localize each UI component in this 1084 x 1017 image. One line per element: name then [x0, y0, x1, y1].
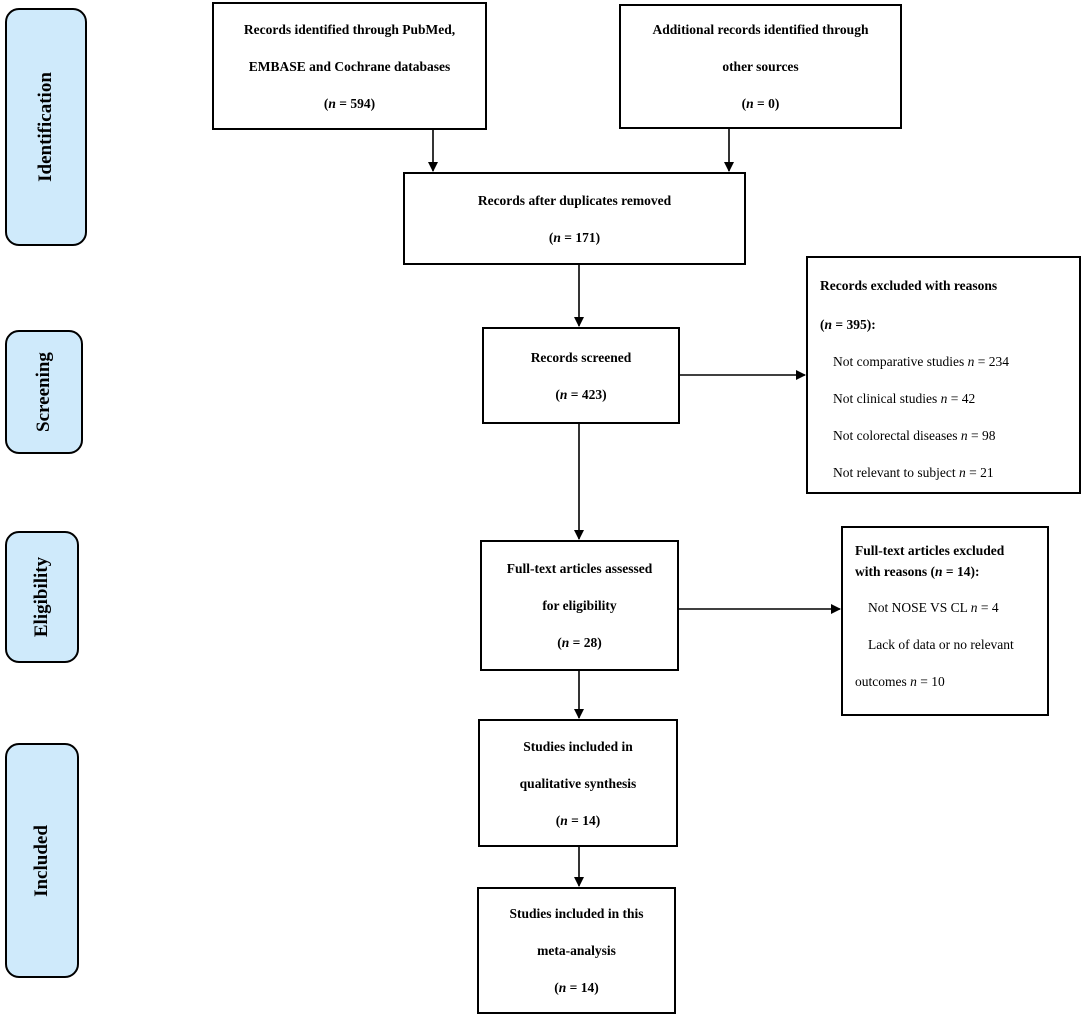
fulltext-line2: for eligibility — [542, 598, 617, 613]
fulltext-excluded-box: Full-text articles excluded with reasons… — [841, 526, 1049, 716]
identified-db-line2: EMBASE and Cochrane databases — [248, 58, 451, 74]
identified-other-line2: other sources — [722, 59, 799, 74]
meta-count: (n = 14) — [554, 980, 599, 995]
phase-screening: Screening — [5, 330, 83, 454]
screened-box: Records screened (n = 423) — [482, 327, 680, 424]
records-excluded-title: Records excluded with reasons — [820, 278, 998, 293]
identified-db-count: (n = 594) — [323, 95, 376, 111]
identified-db-box: Records identified through PubMed, EMBAS… — [212, 2, 487, 130]
fulltext-exclusion-reason: Not NOSE VS CL n = 4 — [868, 600, 999, 615]
fulltext-excluded-title1: Full-text articles excluded — [855, 543, 1005, 558]
qualitative-count: (n = 14) — [555, 812, 601, 828]
identified-other-line1: Additional records identified through — [652, 22, 869, 37]
qualitative-line1: Studies included in — [523, 738, 633, 754]
identified-db-line1: Records identified through PubMed, — [243, 21, 456, 37]
fulltext-exclusion-reason-line2: outcomes n = 10 — [855, 674, 945, 689]
identified-other-box: Additional records identified through ot… — [619, 4, 902, 129]
phase-identification: Identification — [5, 8, 87, 246]
screened-line1: Records screened — [530, 349, 632, 365]
qualitative-synthesis-box: Studies included in qualitative synthesi… — [478, 719, 678, 847]
exclusion-reason: Not relevant to subject n = 21 — [833, 465, 994, 480]
fulltext-count: (n = 28) — [557, 635, 602, 650]
screened-count: (n = 423) — [555, 386, 607, 402]
meta-analysis-box: Studies included in this meta-analysis (… — [477, 887, 676, 1014]
fulltext-excluded-title2: with reasons (n = 14): — [855, 564, 980, 579]
identified-other-count: (n = 0) — [741, 96, 780, 111]
after-duplicates-box: Records after duplicates removed (n = 17… — [403, 172, 746, 265]
fulltext-exclusion-reason-line1: Lack of data or no relevant — [868, 637, 1014, 652]
phase-included: Included — [5, 743, 79, 978]
exclusion-reason: Not clinical studies n = 42 — [833, 391, 976, 406]
phase-eligibility: Eligibility — [5, 531, 79, 663]
records-excluded-count: (n = 395): — [820, 317, 876, 332]
qualitative-line2: qualitative synthesis — [519, 775, 637, 791]
exclusion-reason: Not comparative studies n = 234 — [833, 354, 1009, 369]
exclusion-reason: Not colorectal diseases n = 98 — [833, 428, 996, 443]
after-duplicates-count: (n = 171) — [548, 229, 601, 245]
records-excluded-box: Records excluded with reasons (n = 395):… — [806, 256, 1081, 494]
after-duplicates-line1: Records after duplicates removed — [477, 192, 672, 208]
meta-line1: Studies included in this — [509, 906, 644, 921]
fulltext-assessed-box: Full-text articles assessed for eligibil… — [480, 540, 679, 671]
fulltext-line1: Full-text articles assessed — [506, 561, 653, 576]
meta-line2: meta-analysis — [537, 943, 616, 958]
